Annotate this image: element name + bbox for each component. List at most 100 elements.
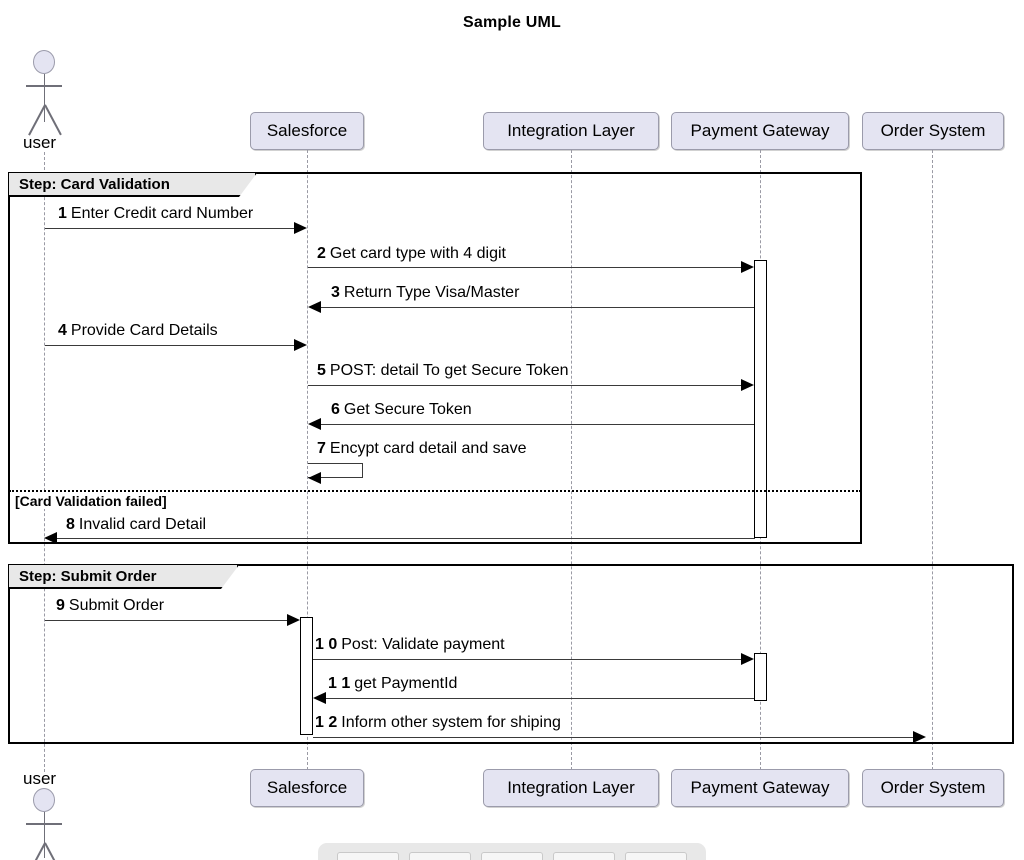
participant-salesforce-bottom[interactable]: Salesforce (250, 769, 364, 807)
message-arrow-12 (913, 731, 926, 743)
actor-body-top (43, 74, 46, 122)
participant-integration-layer-bottom[interactable]: Integration Layer (483, 769, 659, 807)
frame-divider-card-validation (9, 490, 861, 492)
message-self-loop-7 (308, 463, 363, 478)
message-line-4 (45, 345, 296, 346)
actor-arms-bottom (26, 823, 62, 825)
actor-arms-top (26, 85, 62, 87)
message-arrow-1 (294, 222, 307, 234)
guard-label-card-validation: [Card Validation failed] (13, 493, 169, 509)
lifeline-user (44, 152, 45, 772)
message-number-1: 1 (58, 205, 67, 222)
frame-submit-order (8, 564, 1014, 744)
message-number-7: 7 (317, 440, 326, 457)
frame-label-submit-order: Step: Submit Order (9, 565, 239, 589)
message-text-9: Submit Order (68, 597, 165, 614)
message-line-10 (313, 659, 742, 660)
message-arrow-5 (741, 379, 754, 391)
message-text-8: Invalid card Detail (78, 516, 207, 533)
message-number-4: 4 (58, 322, 67, 339)
actor-head-top (33, 50, 55, 74)
toolbar-button-2[interactable] (409, 852, 471, 860)
frame-label-card-validation: Step: Card Validation (9, 173, 257, 197)
message-arrow-7 (308, 472, 321, 484)
frame-card-validation (8, 172, 862, 544)
message-number-9: 9 (56, 597, 65, 614)
actor-body-bottom (43, 812, 46, 858)
message-line-12 (313, 737, 914, 738)
message-arrow-8 (44, 532, 57, 544)
actor-head-bottom (33, 788, 55, 812)
actor-label-top: user (23, 133, 57, 152)
message-text-1: Enter Credit card Number (70, 205, 254, 222)
actor-leg-left-bottom (27, 842, 45, 860)
participant-salesforce-top[interactable]: Salesforce (250, 112, 364, 150)
message-arrow-6 (308, 418, 321, 430)
message-line-3 (321, 307, 754, 308)
message-line-9 (45, 620, 288, 621)
lifeline-salesforce (307, 150, 308, 770)
activation-salesforce-2 (300, 617, 313, 735)
toolbar-button-3[interactable] (481, 852, 543, 860)
message-text-12: Inform other system for shiping (341, 714, 561, 731)
message-arrow-9 (287, 614, 300, 626)
message-text-7: Encypt card detail and save (329, 440, 527, 457)
message-number-10: 1 0 (315, 636, 338, 653)
message-line-2 (308, 267, 742, 268)
message-arrow-4 (294, 339, 307, 351)
message-line-1 (45, 228, 296, 229)
toolbar-button-1[interactable] (337, 852, 399, 860)
actor-label-bottom: user (23, 769, 57, 788)
message-number-8: 8 (66, 516, 75, 533)
message-line-6 (321, 424, 754, 425)
actor-leg-left-top (27, 104, 45, 136)
actor-leg-right-bottom (43, 842, 61, 860)
message-line-8 (57, 538, 755, 539)
participant-order-system-top[interactable]: Order System (862, 112, 1004, 150)
message-text-2: Get card type with 4 digit (329, 245, 506, 262)
message-number-6: 6 (331, 401, 340, 418)
actor-leg-right-top (43, 104, 61, 136)
message-text-4: Provide Card Details (70, 322, 218, 339)
message-number-3: 3 (331, 284, 340, 301)
message-arrow-10 (741, 653, 754, 665)
message-text-6: Get Secure Token (343, 401, 472, 418)
message-number-2: 2 (317, 245, 326, 262)
message-text-11: get PaymentId (354, 675, 458, 692)
message-text-10: Post: Validate payment (341, 636, 505, 653)
toolbar-button-5[interactable] (625, 852, 687, 860)
participant-order-system-bottom[interactable]: Order System (862, 769, 1004, 807)
message-arrow-2 (741, 261, 754, 273)
activation-payment-gateway-2 (754, 653, 767, 701)
toolbar-button-4[interactable] (553, 852, 615, 860)
bottom-toolbar[interactable] (318, 843, 706, 860)
message-arrow-11 (313, 692, 326, 704)
message-arrow-3 (308, 301, 321, 313)
participant-integration-layer-top[interactable]: Integration Layer (483, 112, 659, 150)
participant-payment-gateway-bottom[interactable]: Payment Gateway (671, 769, 849, 807)
message-text-3: Return Type Visa/Master (343, 284, 520, 301)
page-title: Sample UML (462, 14, 561, 31)
message-line-11 (326, 698, 754, 699)
message-number-11: 1 1 (328, 675, 351, 692)
message-text-5: POST: detail To get Secure Token (329, 362, 569, 379)
message-line-5 (308, 385, 742, 386)
message-number-5: 5 (317, 362, 326, 379)
participant-payment-gateway-top[interactable]: Payment Gateway (671, 112, 849, 150)
message-number-12: 1 2 (315, 714, 338, 731)
activation-payment-gateway-1 (754, 260, 767, 538)
lifeline-integration-layer (571, 150, 572, 770)
lifeline-order-system (932, 150, 933, 770)
